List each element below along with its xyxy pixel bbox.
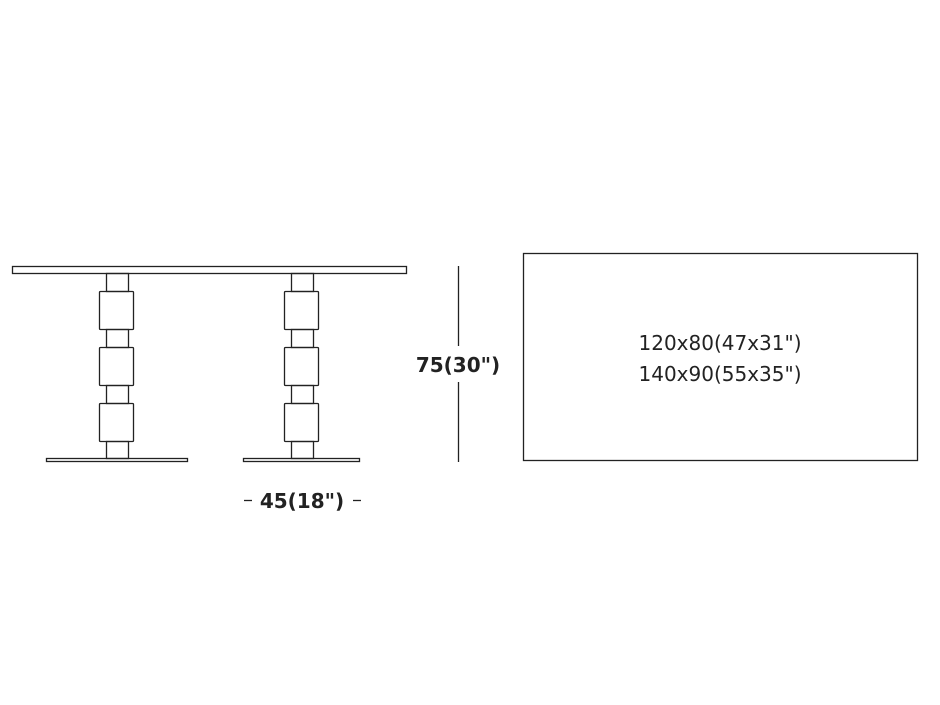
left-base-plate bbox=[45, 457, 189, 463]
left-pedestal-spacer bbox=[105, 328, 130, 349]
right-pedestal-block bbox=[283, 402, 320, 443]
table-top-slab bbox=[11, 265, 408, 275]
left-pedestal-block bbox=[98, 402, 135, 443]
table-top-outline bbox=[522, 252, 919, 462]
right-base-plate bbox=[242, 457, 361, 463]
left-pedestal bbox=[45, 272, 189, 463]
table-top-size-1: 120x80(47x31") bbox=[639, 331, 802, 355]
left-pedestal-collar bbox=[105, 272, 130, 293]
depth-dimension: 45(18") bbox=[244, 489, 361, 513]
left-pedestal-block bbox=[98, 346, 135, 387]
table-top-plan: 120x80(47x31") 140x90(55x35") bbox=[522, 252, 919, 462]
right-pedestal bbox=[242, 272, 361, 463]
right-pedestal-spacer bbox=[290, 328, 315, 349]
left-pedestal-block bbox=[98, 290, 135, 331]
depth-dimension-label: 45(18") bbox=[260, 489, 344, 513]
left-pedestal-spacer bbox=[105, 384, 130, 405]
right-pedestal-spacer bbox=[290, 384, 315, 405]
right-pedestal-collar bbox=[290, 272, 315, 293]
table-side-elevation bbox=[11, 265, 408, 463]
height-dimension-label: 75(30") bbox=[416, 353, 500, 377]
right-pedestal-collar bbox=[290, 440, 315, 460]
left-pedestal-collar bbox=[105, 440, 130, 460]
height-dimension: 75(30") bbox=[416, 266, 500, 462]
table-top-size-2: 140x90(55x35") bbox=[639, 362, 802, 386]
right-pedestal-block bbox=[283, 290, 320, 331]
right-pedestal-block bbox=[283, 346, 320, 387]
